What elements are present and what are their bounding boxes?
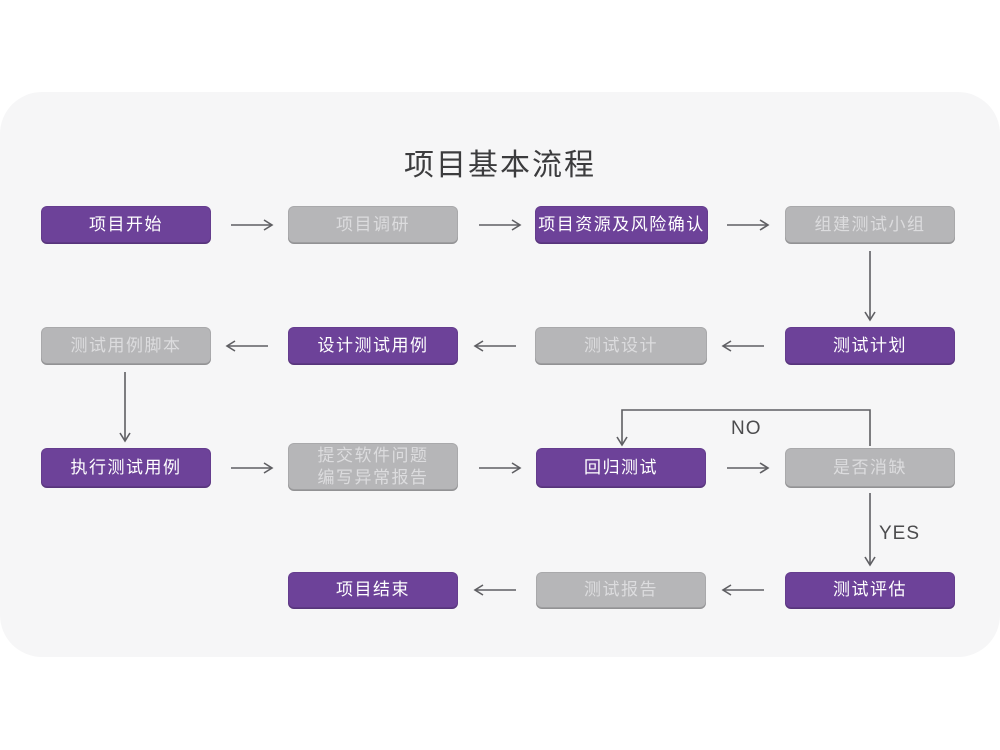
flow-node-regression-test: 回归测试	[536, 448, 706, 488]
flow-node-defect-cleared: 是否消缺	[785, 448, 955, 488]
flow-node-build-test-team: 组建测试小组	[785, 206, 955, 244]
flow-node-project-end: 项目结束	[288, 572, 458, 609]
flow-node-test-evaluation: 测试评估	[785, 572, 955, 609]
flowchart-canvas	[0, 92, 1000, 657]
flow-node-test-case-script: 测试用例脚本	[41, 327, 211, 365]
flow-node-design-test-cases: 设计测试用例	[288, 327, 458, 365]
flow-node-execute-test-cases: 执行测试用例	[41, 448, 211, 488]
flow-node-test-report: 测试报告	[536, 572, 706, 609]
flow-node-submit-issue-report: 提交软件问题 编写异常报告	[288, 443, 458, 491]
page-title: 项目基本流程	[404, 149, 596, 182]
flow-node-project-research: 项目调研	[288, 206, 458, 244]
flow-node-resources-and-risk: 项目资源及风险确认	[535, 206, 708, 244]
flow-node-test-plan: 测试计划	[785, 327, 955, 365]
flow-node-test-design: 测试设计	[535, 327, 707, 365]
flow-node-project-start: 项目开始	[41, 206, 211, 244]
